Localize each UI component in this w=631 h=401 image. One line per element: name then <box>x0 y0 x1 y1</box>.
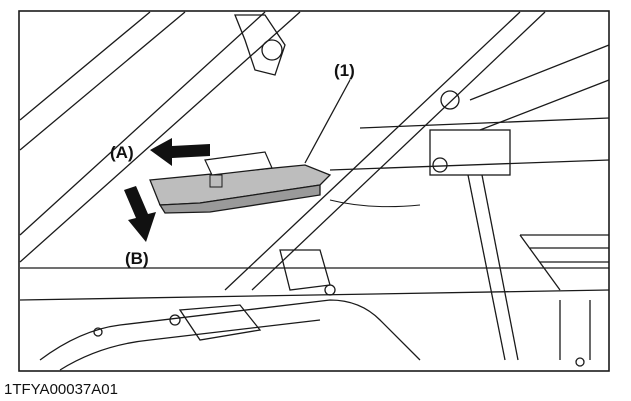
label-direction-a: (A) <box>110 143 134 162</box>
figure-frame <box>18 10 610 372</box>
figure-code: 1TFYA00037A01 <box>4 381 118 398</box>
part-1-latch <box>204 151 273 176</box>
part-1-leader <box>304 79 351 164</box>
part-1-lower-face <box>158 184 321 214</box>
label-part-1: (1) <box>334 61 355 80</box>
structure-lines <box>19 11 610 371</box>
label-direction-b: (B) <box>125 249 149 268</box>
arrow-a <box>150 138 210 166</box>
part-1-bracket <box>149 151 332 214</box>
arrow-b <box>124 186 156 242</box>
